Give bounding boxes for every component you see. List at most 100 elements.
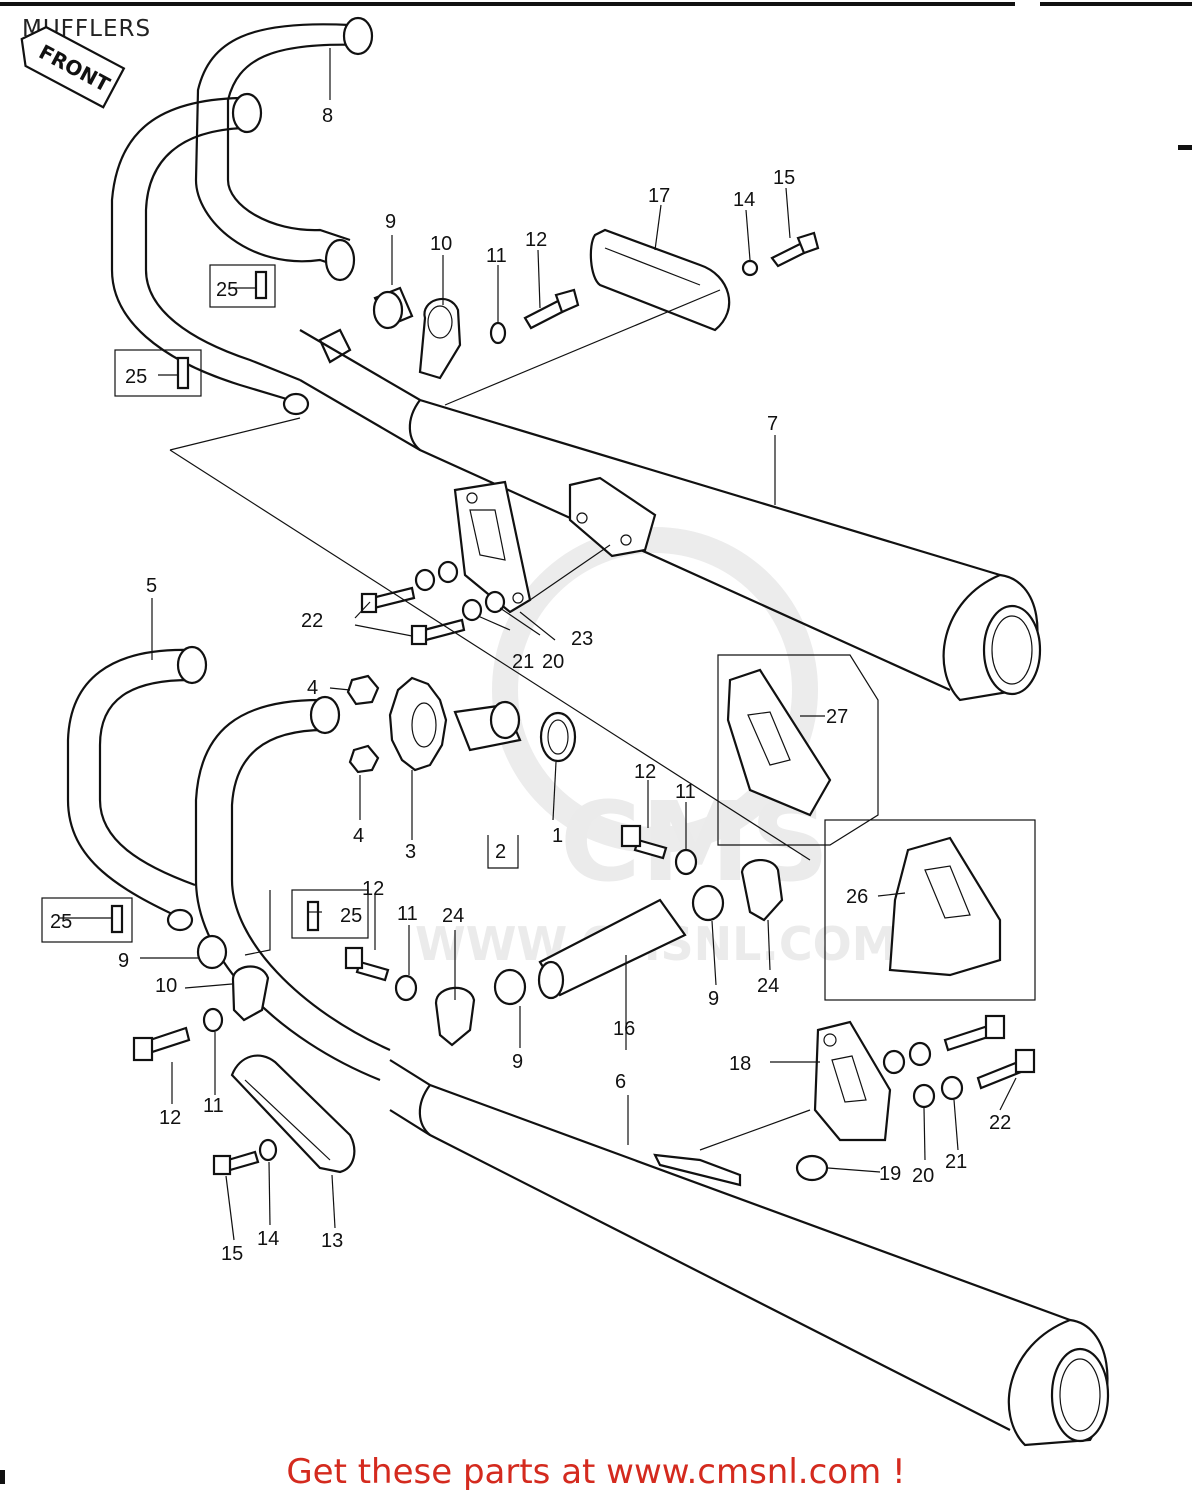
sleeve-9-upper <box>372 286 414 330</box>
callout-15-lower: 15 <box>221 1243 243 1265</box>
clamp-24-left <box>434 986 476 1047</box>
callout-11-right: 11 <box>675 781 696 803</box>
bracket-18 <box>813 1020 892 1142</box>
callout-9-lower-mid: 9 <box>512 1051 523 1073</box>
callout-24-left: 24 <box>442 905 464 927</box>
leader-lines <box>60 48 1017 1241</box>
grommet-19 <box>795 1154 829 1182</box>
exhaust-pipe-lower-front <box>194 695 391 1082</box>
callout-24-right: 24 <box>757 975 779 997</box>
clamp-13 <box>230 1054 356 1174</box>
bolt-12-upper <box>523 288 580 330</box>
callout-19: 19 <box>879 1163 901 1185</box>
washer-14-upper <box>741 259 759 277</box>
clamp-24-right <box>740 859 784 922</box>
bolt-15-upper <box>770 231 820 268</box>
callout-14-lower: 14 <box>257 1228 279 1250</box>
clamp-17 <box>589 228 731 332</box>
callout-2: 2 <box>495 841 506 863</box>
washer-11-upper <box>489 321 507 345</box>
callout-16: 16 <box>613 1018 635 1040</box>
washer-14-lower <box>258 1138 278 1162</box>
callout-15-upper: 15 <box>773 167 795 189</box>
callout-12-right: 12 <box>634 761 656 783</box>
bolt-25-box-a <box>209 264 276 308</box>
exhaust-pipe-upper-front <box>110 92 310 416</box>
bolt-25-box-c <box>41 897 133 943</box>
sleeve-9-lower-mid <box>493 968 527 1006</box>
muffler-6 <box>389 1059 1110 1447</box>
callout-26: 26 <box>846 886 868 908</box>
washer-upper-b <box>461 590 506 622</box>
callout-9-upper: 9 <box>385 211 396 233</box>
exhaust-pipe-8 <box>194 16 374 282</box>
gasket-3 <box>388 676 448 772</box>
bracket-23 <box>453 480 532 614</box>
callout-17: 17 <box>648 185 670 207</box>
callout-25-b: 25 <box>125 366 147 388</box>
callout-21-lower: 21 <box>945 1151 967 1173</box>
muffler-mount-bracket <box>568 476 657 558</box>
watermark-circle <box>492 527 818 853</box>
bolt-12-lower-left <box>132 1026 191 1062</box>
ring-1 <box>539 711 577 763</box>
callout-labels: 1 2 3 4 4 5 6 7 8 9 9 9 9 10 10 11 11 11… <box>50 105 1011 1265</box>
bracket-26 <box>824 819 1036 1001</box>
callout-3: 3 <box>405 841 416 863</box>
sleeve-9-lower-right <box>691 884 725 922</box>
edge-mark-right <box>1178 145 1192 150</box>
washers-20-21-lower <box>882 1041 964 1109</box>
callout-5: 5 <box>146 575 157 597</box>
collar-2 <box>453 700 522 869</box>
bolt-12-lower-right <box>620 824 668 860</box>
callout-4-upper: 4 <box>307 677 318 699</box>
callout-11-left: 11 <box>203 1095 224 1117</box>
bolt-25-box-b <box>114 349 202 397</box>
callout-10-lower: 10 <box>155 975 177 997</box>
callout-20-lower: 20 <box>912 1165 934 1187</box>
callout-22-upper: 22 <box>301 610 323 632</box>
callout-18: 18 <box>729 1053 751 1075</box>
callout-11-upper: 11 <box>486 245 507 267</box>
bolt-25-box-d <box>291 889 369 939</box>
callout-12-left: 12 <box>159 1107 181 1129</box>
clamp-10-lower-left <box>231 965 270 1022</box>
callout-7: 7 <box>767 413 778 435</box>
callout-25-a: 25 <box>216 279 238 301</box>
washer-11-lower-left <box>202 1007 224 1033</box>
footer-link-text[interactable]: Get these parts at www.cmsnl.com ! <box>286 1452 906 1492</box>
callout-12-mid: 12 <box>362 878 384 900</box>
washer-upper-a <box>414 560 459 592</box>
clamp-10-upper <box>418 298 462 380</box>
callout-12-upper: 12 <box>525 229 547 251</box>
nut-4-lower <box>348 744 380 774</box>
bolt-22-upper-a <box>360 586 416 614</box>
callout-8: 8 <box>322 105 333 127</box>
bolts-22-lower <box>943 1014 1036 1090</box>
callout-9-lower-right: 9 <box>708 988 719 1010</box>
front-arrow-shape <box>20 25 126 109</box>
sleeve-9-lower-left <box>196 934 228 970</box>
callout-6: 6 <box>615 1071 626 1093</box>
bolt-22-upper-b <box>410 618 466 646</box>
callout-11-mid: 11 <box>397 903 418 925</box>
callout-23: 23 <box>571 628 593 650</box>
top-border-right <box>1044 2 1192 6</box>
callout-25-d: 25 <box>340 905 362 927</box>
edge-mark-left <box>0 1470 5 1484</box>
callout-27: 27 <box>826 706 848 728</box>
callout-13: 13 <box>321 1230 343 1252</box>
bracket-27 <box>717 654 879 846</box>
bolt-12-lower-mid <box>344 946 390 982</box>
washer-11-lower-right <box>674 848 698 876</box>
callout-4-lower: 4 <box>353 825 364 847</box>
nut-4-upper <box>346 674 380 706</box>
top-border <box>0 2 1015 6</box>
connector-pipe-16 <box>537 898 687 1000</box>
exhaust-pipe-5 <box>66 645 208 932</box>
washer-11-lower-mid <box>394 974 418 1002</box>
bolt-15-lower <box>212 1150 260 1176</box>
callout-20-upper: 20 <box>542 651 564 673</box>
callout-10-upper: 10 <box>430 233 452 255</box>
